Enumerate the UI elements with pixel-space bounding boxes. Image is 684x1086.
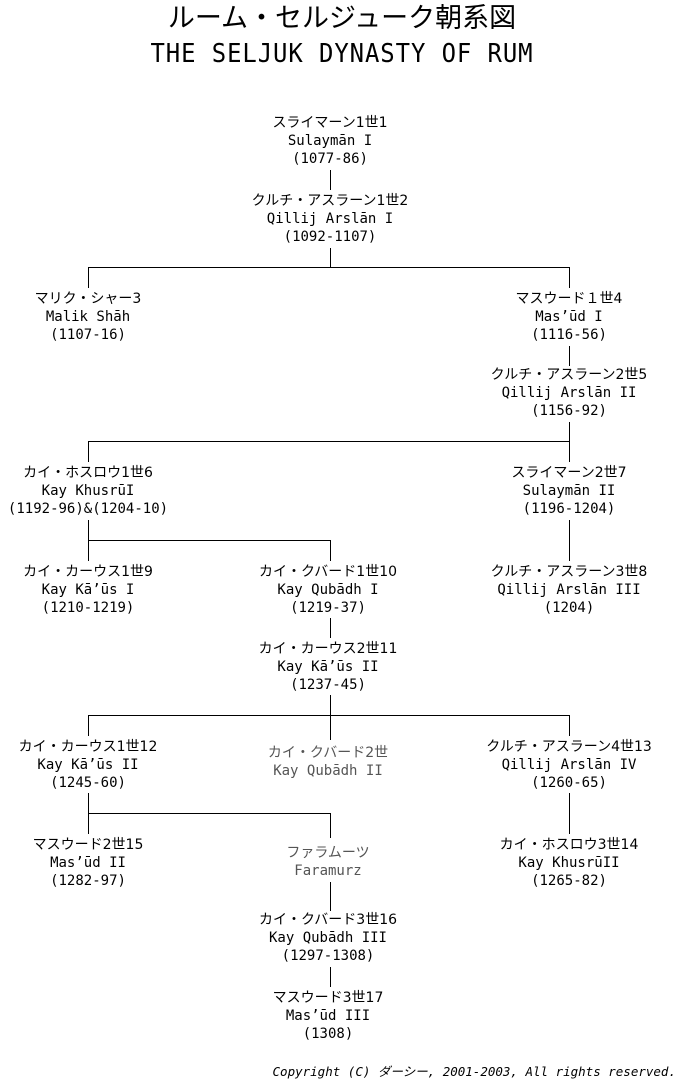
person-name-ja: クルチ・アスラーン3世8	[490, 564, 648, 580]
person-reign: (1156-92)	[531, 403, 607, 419]
person-name-en: Sulaymān I	[287, 133, 373, 149]
person-name-en: Faramurz	[294, 863, 362, 879]
person-reign: (1219-37)	[290, 600, 366, 616]
person-node-qillij-arslan-i: クルチ・アスラーン1世2 Qillij Arslān I (1092-1107)	[230, 192, 430, 246]
page-title-english: THE SELJUK DYNASTY OF RUM	[150, 39, 534, 69]
person-node-qillij-arslan-iii: クルチ・アスラーン3世8 Qillij Arslān III (1204)	[469, 563, 669, 617]
person-name-en: Kay Qubādh II	[273, 763, 383, 779]
person-node-kay-kaus-12: カイ・カーウス1世12 Kay Kā’ūs II (1245-60)	[0, 738, 188, 792]
person-reign: (1265-82)	[531, 873, 607, 889]
person-name-ja: クルチ・アスラーン4世13	[486, 739, 652, 755]
person-name-ja: カイ・カーウス1世12	[18, 739, 158, 755]
person-name-en: Mas’ūd III	[285, 1008, 371, 1024]
person-reign: (1297-1308)	[281, 948, 375, 964]
person-name-ja: カイ・カーウス2世11	[258, 641, 398, 657]
person-node-malik-shah: マリク・シャー3 Malik Shāh (1107-16)	[0, 290, 188, 344]
person-reign: (1077-86)	[292, 151, 368, 167]
person-name-ja: クルチ・アスラーン1世2	[251, 193, 409, 209]
person-name-ja: カイ・クバード2世	[267, 745, 389, 761]
person-name-en: Kay Qubādh I	[277, 582, 379, 598]
person-name-ja: カイ・ホスロウ3世14	[499, 837, 639, 853]
person-name-ja: マリク・シャー3	[34, 291, 142, 307]
person-node-kay-khusru-i: カイ・ホスロウ1世6 Kay KhusrūI (1192-96)&(1204-1…	[0, 464, 188, 518]
person-reign: (1107-16)	[50, 327, 126, 343]
person-name-ja: カイ・ホスロウ1世6	[23, 465, 153, 481]
person-node-kay-khusru-iii: カイ・ホスロウ3世14 Kay KhusrūII (1265-82)	[469, 836, 669, 890]
person-name-ja: マスウード3世17	[272, 990, 384, 1006]
person-reign: (1196-1204)	[522, 501, 616, 517]
person-node-faramurz: ファラムーツ Faramurz	[228, 844, 428, 880]
person-reign: (1092-1107)	[283, 229, 377, 245]
person-node-sulayman-ii: スライマーン2世7 Sulaymān II (1196-1204)	[469, 464, 669, 518]
person-name-ja: カイ・カーウス1世9	[23, 564, 153, 580]
person-name-en: Malik Shāh	[45, 309, 131, 325]
person-node-kay-kaus-i: カイ・カーウス1世9 Kay Kā’ūs I (1210-1219)	[0, 563, 188, 617]
person-reign: (1116-56)	[531, 327, 607, 343]
person-reign: (1245-60)	[50, 775, 126, 791]
person-reign: (1210-1219)	[41, 600, 135, 616]
person-reign: (1260-65)	[531, 775, 607, 791]
person-name-ja: マスウード１世4	[515, 291, 623, 307]
person-name-en: Kay Kā’ūs I	[41, 582, 135, 598]
person-name-en: Sulaymān II	[522, 483, 616, 499]
person-name-ja: ファラムーツ	[286, 845, 370, 861]
person-name-en: Kay Kā’ūs II	[277, 659, 379, 675]
copyright-notice: Copyright (C) ダーシー, 2001-2003, All right…	[272, 1064, 676, 1079]
person-name-ja: カイ・クバード1世10	[258, 564, 398, 580]
person-node-sulayman-i: スライマーン1世1 Sulaymān I (1077-86)	[230, 114, 430, 168]
person-name-en: Kay KhusrūII	[518, 855, 620, 871]
person-reign: (1204)	[543, 600, 595, 616]
person-node-masud-ii: マスウード2世15 Mas’ūd II (1282-97)	[0, 836, 188, 890]
person-reign: (1308)	[302, 1026, 354, 1042]
person-node-kay-qubadh-i: カイ・クバード1世10 Kay Qubādh I (1219-37)	[228, 563, 428, 617]
page-title-japanese: ルーム・セルジューク朝系図	[167, 3, 517, 34]
person-name-ja: スライマーン1世1	[272, 115, 388, 131]
person-name-en: Qillij Arslān II	[501, 385, 637, 401]
person-node-kay-qubadh-iii: カイ・クバード3世16 Kay Qubādh III (1297-1308)	[228, 911, 428, 965]
person-name-en: Qillij Arslān III	[497, 582, 641, 598]
person-name-en: Kay KhusrūI	[41, 483, 135, 499]
person-reign: (1192-96)&(1204-10)	[7, 501, 169, 517]
person-node-kay-qubadh-ii: カイ・クバード2世 Kay Qubādh II	[228, 744, 428, 780]
person-name-en: Mas’ūd II	[50, 855, 126, 871]
person-name-en: Qillij Arslān IV	[501, 757, 637, 773]
person-name-ja: クルチ・アスラーン2世5	[490, 367, 648, 383]
person-reign: (1237-45)	[290, 677, 366, 693]
person-name-ja: マスウード2世15	[32, 837, 144, 853]
person-node-masud-iii: マスウード3世17 Mas’ūd III (1308)	[228, 989, 428, 1043]
person-name-ja: スライマーン2世7	[511, 465, 627, 481]
person-node-kay-kaus-ii: カイ・カーウス2世11 Kay Kā’ūs II (1237-45)	[228, 640, 428, 694]
person-node-qillij-arslan-ii: クルチ・アスラーン2世5 Qillij Arslān II (1156-92)	[469, 366, 669, 420]
person-name-en: Qillij Arslān I	[266, 211, 394, 227]
person-name-ja: カイ・クバード3世16	[258, 912, 398, 928]
person-reign: (1282-97)	[50, 873, 126, 889]
person-node-qillij-arslan-iv: クルチ・アスラーン4世13 Qillij Arslān IV (1260-65)	[469, 738, 669, 792]
person-node-masud-i: マスウード１世4 Mas’ūd I (1116-56)	[469, 290, 669, 344]
person-name-en: Kay Qubādh III	[268, 930, 387, 946]
person-name-en: Mas’ūd I	[535, 309, 603, 325]
person-name-en: Kay Kā’ūs II	[37, 757, 139, 773]
